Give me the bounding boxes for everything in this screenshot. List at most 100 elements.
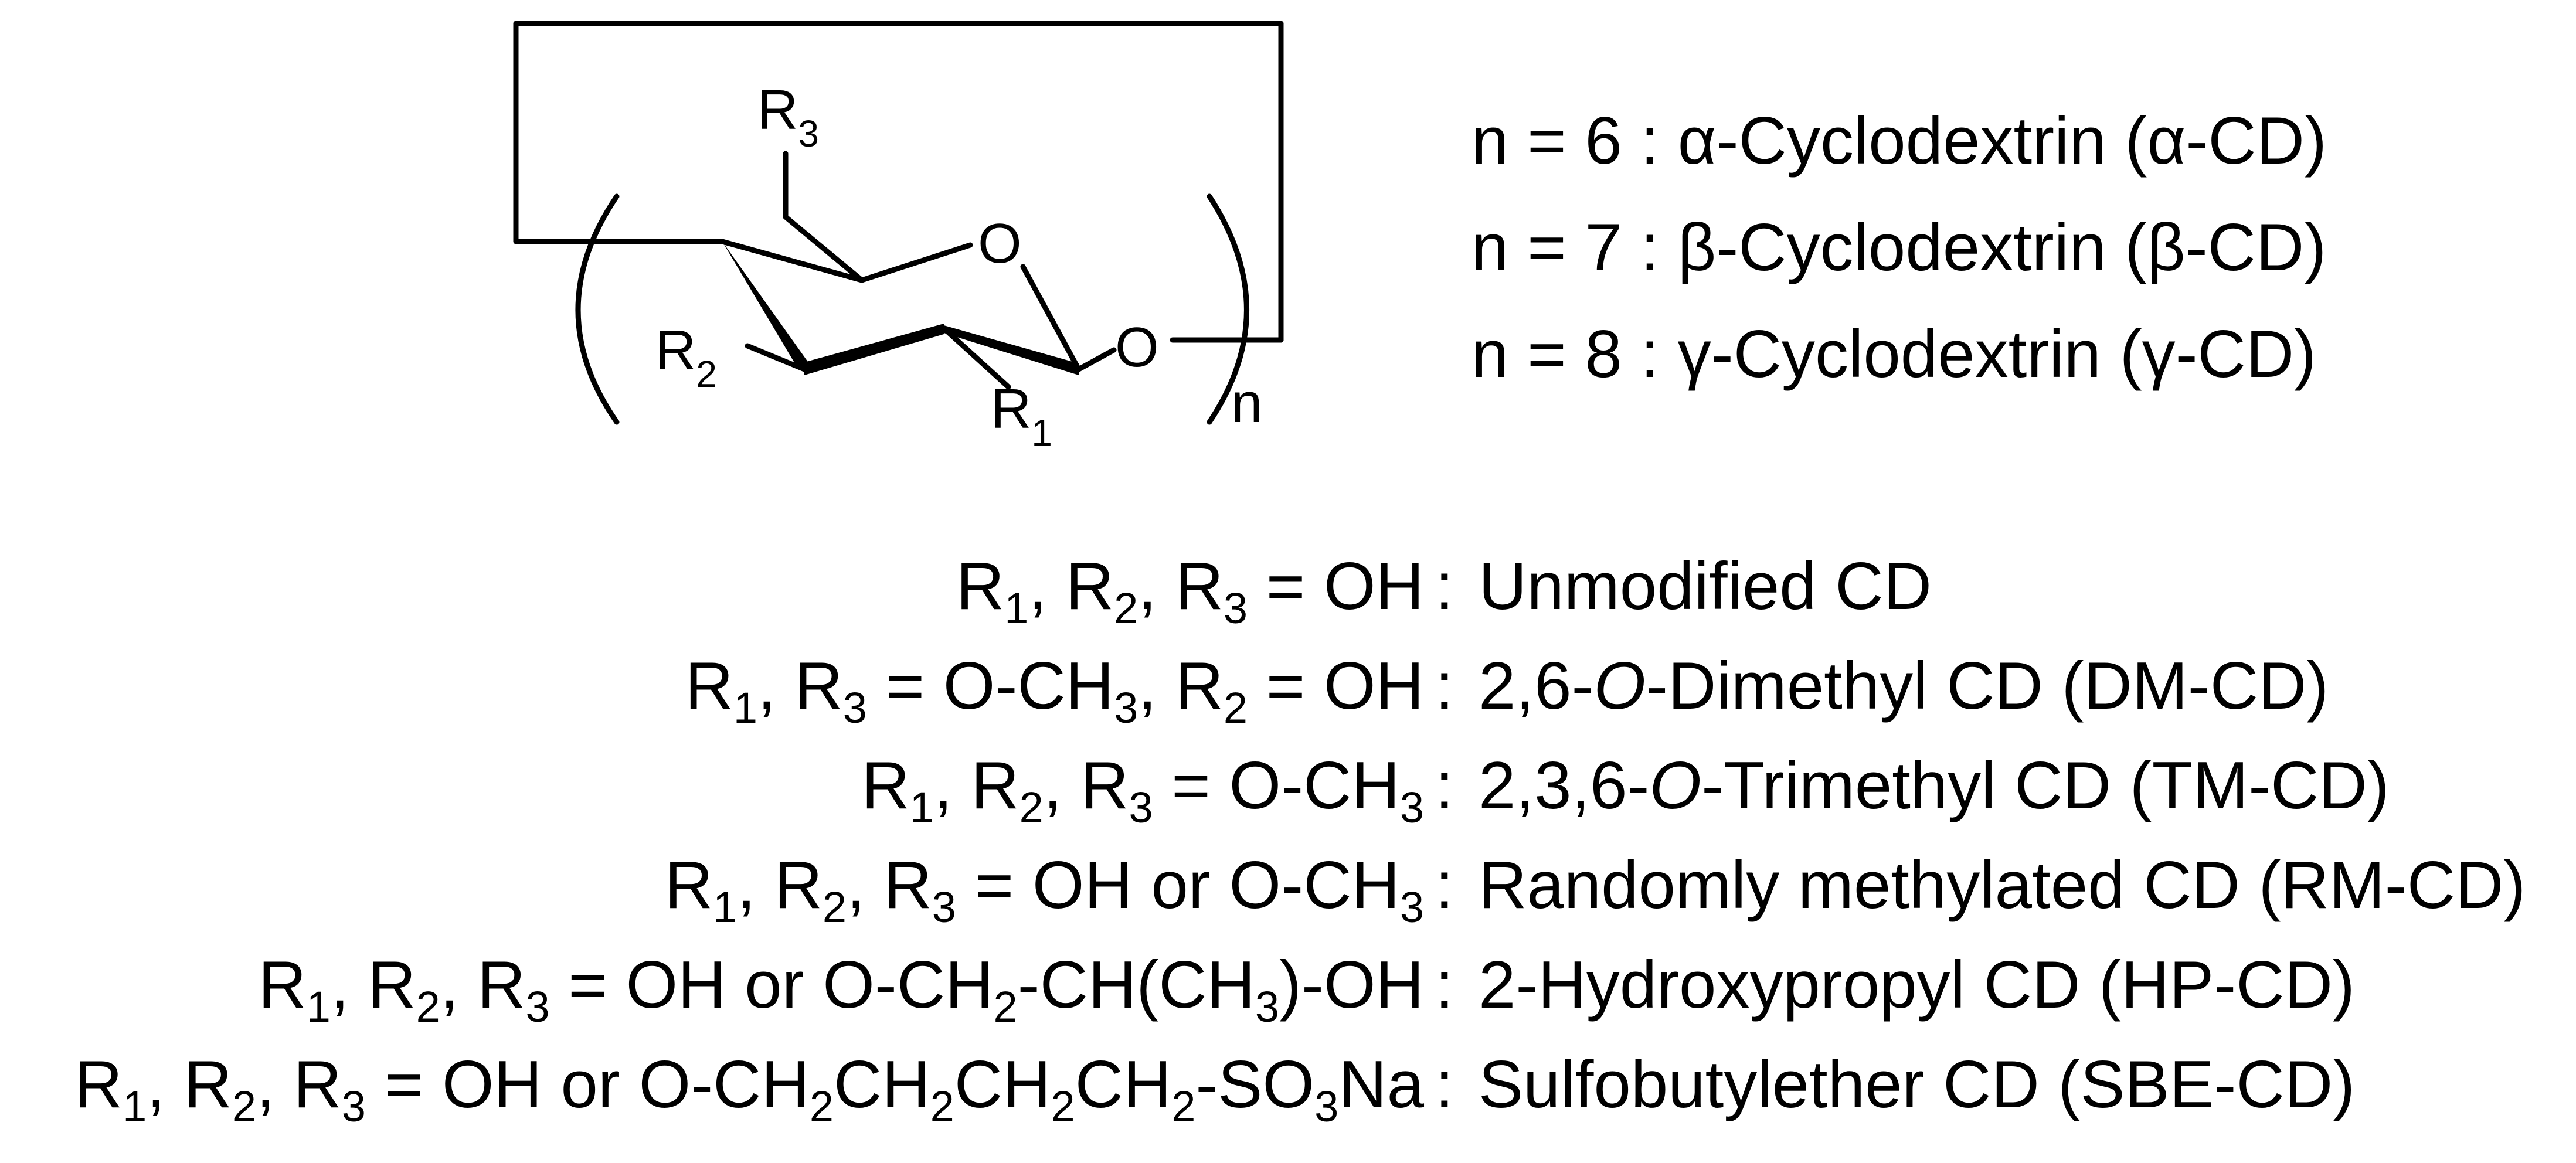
name-text: -Dimethyl CD (DM-CD) (1646, 649, 2329, 723)
ring-closure-line (513, 21, 1284, 343)
name-text: -Trimethyl CD (TM-CD) (1701, 749, 2390, 823)
name-text: Randomly methylated CD (RM-CD) (1479, 848, 2526, 923)
condition-text: = OH or O-CH (365, 1048, 810, 1122)
condition-text: , R (440, 948, 526, 1022)
condition-text: , R (256, 1048, 342, 1122)
condition-text: R (258, 948, 307, 1022)
condition-text: )-OH (1279, 948, 1424, 1022)
substitution-row: R1, R3 = O-CH3, R2 = OH:2,6-O-Dimethyl C… (0, 648, 2576, 747)
condition-subscript: 2 (416, 982, 440, 1031)
condition-text: Na (1338, 1048, 1424, 1122)
condition-text: , R (147, 1048, 232, 1122)
name-text: Sulfobutylether CD (SBE-CD) (1479, 1048, 2356, 1122)
condition-text: , R (933, 749, 1019, 823)
substitution-row: R1, R2, R3 = OH or O-CH2CH2CH2CH2-SO3Na:… (0, 1046, 2576, 1146)
condition-text: = O-CH (1153, 749, 1400, 823)
derivative-name: 2,6-O-Dimethyl CD (DM-CD) (1479, 648, 2329, 725)
condition-text: , R (1138, 549, 1224, 624)
condition-text: , R (330, 948, 416, 1022)
condition-subscript: 3 (525, 982, 550, 1031)
repeat-index-n: n (1231, 372, 1262, 434)
n-value-row-alpha: n = 6 : α-Cyclodextrin (α-CD) (1471, 104, 2327, 178)
condition-subscript: 3 (341, 1082, 366, 1131)
substitution-condition: R1, R2, R3 = OH or O-CH2CH2CH2CH2-SO3Na (74, 1046, 1424, 1128)
separator-colon: : (1435, 848, 1454, 923)
glycosidic-oxygen-label: O (1115, 316, 1159, 379)
condition-subscript: 2 (930, 1082, 954, 1131)
derivative-name: 2-Hydroxypropyl CD (HP-CD) (1479, 947, 2355, 1023)
name-text: 2,6- (1479, 649, 1594, 723)
condition-subscript: 2 (822, 883, 847, 931)
condition-subscript: 3 (1129, 783, 1153, 832)
condition-text: -SO (1195, 1048, 1315, 1122)
r1-label: R1 (991, 378, 1052, 454)
condition-text: = O-CH (866, 649, 1114, 723)
condition-text: -CH(CH (1017, 948, 1255, 1022)
substitution-condition: R1, R3 = O-CH3, R2 = OH (685, 648, 1424, 730)
condition-subscript: 3 (1399, 783, 1424, 832)
condition-text: R (685, 649, 733, 723)
condition-text: R (664, 848, 713, 923)
cyclodextrin-type-list: n = 6 : α-Cyclodextrin (α-CD) n = 7 : β-… (1471, 88, 2327, 408)
condition-text: = OH or O-CH (549, 948, 994, 1022)
bond-c3-r2 (745, 343, 807, 372)
substitution-row: R1, R2, R3 = O-CH3:2,3,6-O-Trimethyl CD … (0, 747, 2576, 847)
condition-subscript: 2 (232, 1082, 257, 1131)
condition-text: R (74, 1048, 123, 1122)
condition-subscript: 3 (1314, 1082, 1339, 1131)
r3-label: R3 (757, 79, 819, 155)
condition-subscript: 1 (1004, 584, 1029, 632)
derivative-name: Unmodified CD (1479, 548, 1932, 625)
italic-oxygen-locant: O (1649, 749, 1702, 823)
bond-c5-c6 (783, 214, 865, 283)
condition-text: , R (1028, 549, 1114, 624)
substitution-row: R1, R2, R3 = OH or O-CH3:Randomly methyl… (0, 847, 2576, 947)
condition-subscript: 3 (1223, 584, 1248, 632)
condition-text: , R (757, 649, 843, 723)
condition-subscript: 1 (909, 783, 934, 832)
bond-c1-glyco-o (1076, 347, 1117, 372)
n-value-row-gamma: n = 8 : γ-Cyclodextrin (γ-CD) (1471, 317, 2317, 392)
condition-subscript: 1 (123, 1082, 147, 1131)
right-bracket (1207, 193, 1249, 425)
condition-text: CH (833, 1048, 930, 1122)
name-text: 2,3,6- (1479, 749, 1650, 823)
r2-label: R2 (655, 319, 717, 395)
separator-colon: : (1435, 1048, 1454, 1122)
condition-text: R (956, 549, 1005, 624)
name-text: Unmodified CD (1479, 549, 1932, 624)
separator-colon: : (1435, 948, 1454, 1022)
condition-text: R (861, 749, 910, 823)
condition-subscript: 2 (1114, 584, 1139, 632)
wedge-bond-c2-c1 (944, 325, 1079, 375)
substitution-condition: R1, R2, R3 = OH (956, 548, 1424, 630)
condition-subscript: 3 (932, 883, 956, 931)
condition-text: , R (847, 848, 932, 923)
condition-subscript: 1 (713, 883, 738, 931)
italic-oxygen-locant: O (1593, 649, 1646, 723)
wedge-bond-c3-c2 (804, 324, 944, 375)
bond-c5-ring-o (859, 242, 973, 283)
substitution-condition: R1, R2, R3 = OH or O-CH3 (664, 847, 1424, 929)
condition-text: = OH (1248, 649, 1424, 723)
substitution-condition: R1, R2, R3 = OH or O-CH2-CH(CH3)-OH (258, 947, 1424, 1029)
separator-colon: : (1435, 549, 1454, 624)
condition-subscript: 2 (1223, 683, 1248, 732)
derivative-name: Sulfobutylether CD (SBE-CD) (1479, 1046, 2355, 1123)
condition-text: , R (737, 848, 823, 923)
substitution-row: R1, R2, R3 = OH or O-CH2-CH(CH3)-OH:2-Hy… (0, 947, 2576, 1046)
wedge-bond-c4-c3 (722, 242, 812, 368)
bond-c2-r1 (941, 325, 1011, 390)
condition-subscript: 1 (306, 982, 331, 1031)
condition-subscript: 3 (1399, 883, 1424, 931)
cyclodextrin-structure-diagram: O O R3 R2 R1 n (513, 21, 1284, 454)
n-value-row-beta: n = 7 : β-Cyclodextrin (β-CD) (1471, 210, 2327, 285)
condition-subscript: 3 (1114, 683, 1139, 732)
left-bracket (575, 193, 620, 425)
condition-subscript: 2 (1051, 1082, 1075, 1131)
condition-text: = OH or O-CH (956, 848, 1400, 923)
derivative-name: Randomly methylated CD (RM-CD) (1479, 847, 2526, 924)
condition-subscript: 2 (1019, 783, 1044, 832)
condition-text: , R (1043, 749, 1129, 823)
substitution-row: R1, R2, R3 = OH:Unmodified CD (0, 548, 2576, 648)
